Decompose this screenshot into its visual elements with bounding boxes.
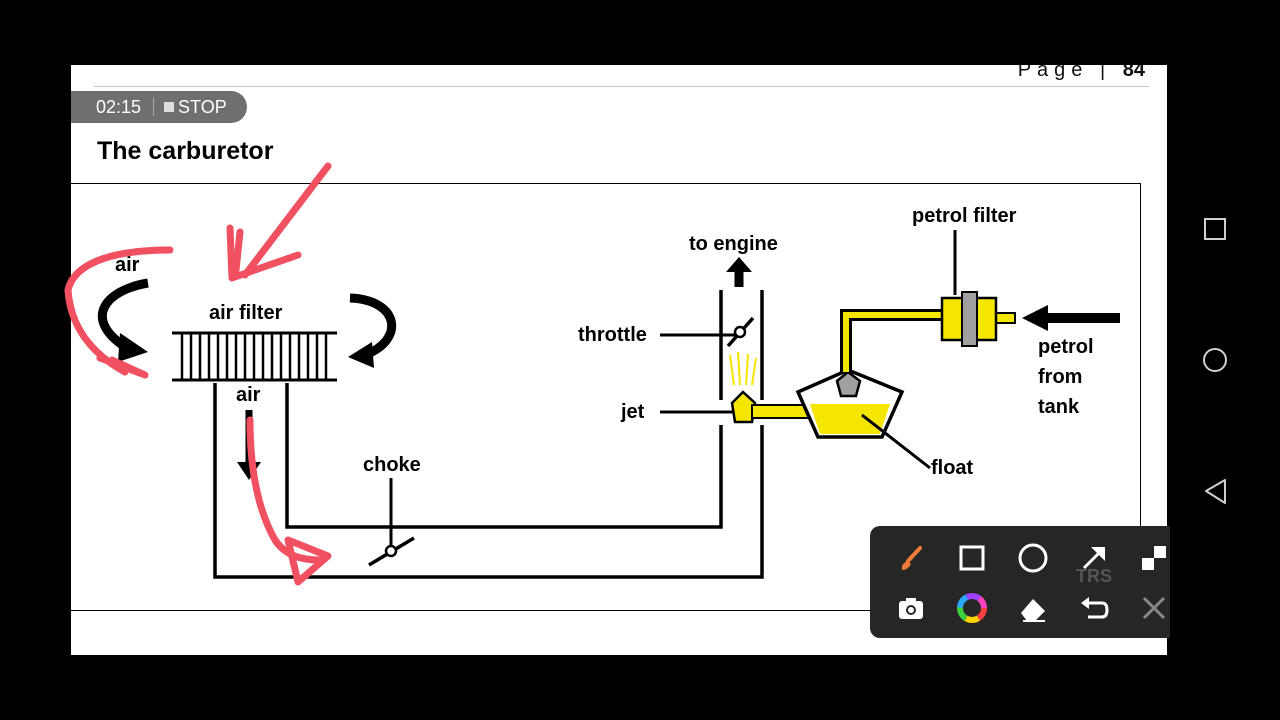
recents-button[interactable] xyxy=(1204,218,1226,240)
close-icon[interactable] xyxy=(1134,588,1174,628)
camera-icon[interactable] xyxy=(891,588,931,628)
diagram-frame xyxy=(71,183,1141,611)
annotation-toolbar: TRS xyxy=(870,526,1170,638)
rectangle-icon[interactable] xyxy=(952,538,992,578)
label-from: from xyxy=(1038,366,1082,388)
watermark: TRS xyxy=(1076,566,1112,586)
intake-pipe xyxy=(213,290,764,579)
label-petrol-filter: petrol filter xyxy=(912,205,1017,227)
header-rule xyxy=(94,86,1149,87)
air-arrow-left xyxy=(97,278,149,354)
fuel-spray xyxy=(729,351,757,386)
section-title: The carburetor xyxy=(97,137,274,165)
air-arrow-left-head xyxy=(118,333,148,362)
undo-icon[interactable] xyxy=(1074,588,1114,628)
air-filter xyxy=(172,331,337,382)
circle-icon[interactable] xyxy=(1013,538,1053,578)
choke-valve xyxy=(368,478,415,567)
page-number: Page | 84 xyxy=(1017,65,1145,81)
label-air-below: air xyxy=(236,384,261,406)
pen-annotations xyxy=(64,162,332,586)
color-wheel-icon[interactable] xyxy=(952,588,992,628)
petrol-pipe xyxy=(840,309,1016,372)
label-petrol: petrol xyxy=(1038,336,1094,358)
to-engine-arrow-head xyxy=(726,257,752,272)
label-jet: jet xyxy=(620,401,645,423)
arrow-icon[interactable] xyxy=(1074,538,1114,578)
divider xyxy=(153,98,155,116)
stop-button[interactable]: STOP xyxy=(178,96,227,117)
recording-time: 02:15 xyxy=(96,96,142,117)
navigation-bar xyxy=(1167,0,1280,720)
label-throttle: throttle xyxy=(578,324,647,346)
label-choke: choke xyxy=(363,454,421,476)
petrol-filter xyxy=(940,230,998,347)
label-air-filter: air filter xyxy=(209,302,283,324)
back-button[interactable] xyxy=(1205,479,1226,504)
home-button[interactable] xyxy=(1203,348,1227,372)
throttle-valve xyxy=(660,316,755,348)
label-float: float xyxy=(931,457,974,479)
jet xyxy=(660,390,815,424)
air-arrow-right-head xyxy=(348,342,374,368)
petrol-arrow-head xyxy=(1022,305,1048,331)
air-arrow-right xyxy=(349,293,397,360)
brush-icon[interactable] xyxy=(891,538,931,578)
label-to-engine: to engine xyxy=(689,233,778,255)
recording-indicator[interactable]: 02:15 STOP xyxy=(71,91,247,123)
float-chamber xyxy=(795,368,931,470)
label-tank: tank xyxy=(1038,396,1080,418)
stop-icon xyxy=(164,102,175,112)
mosaic-icon[interactable] xyxy=(1134,538,1174,578)
eraser-icon[interactable] xyxy=(1013,588,1053,628)
label-air-top: air xyxy=(115,254,140,276)
